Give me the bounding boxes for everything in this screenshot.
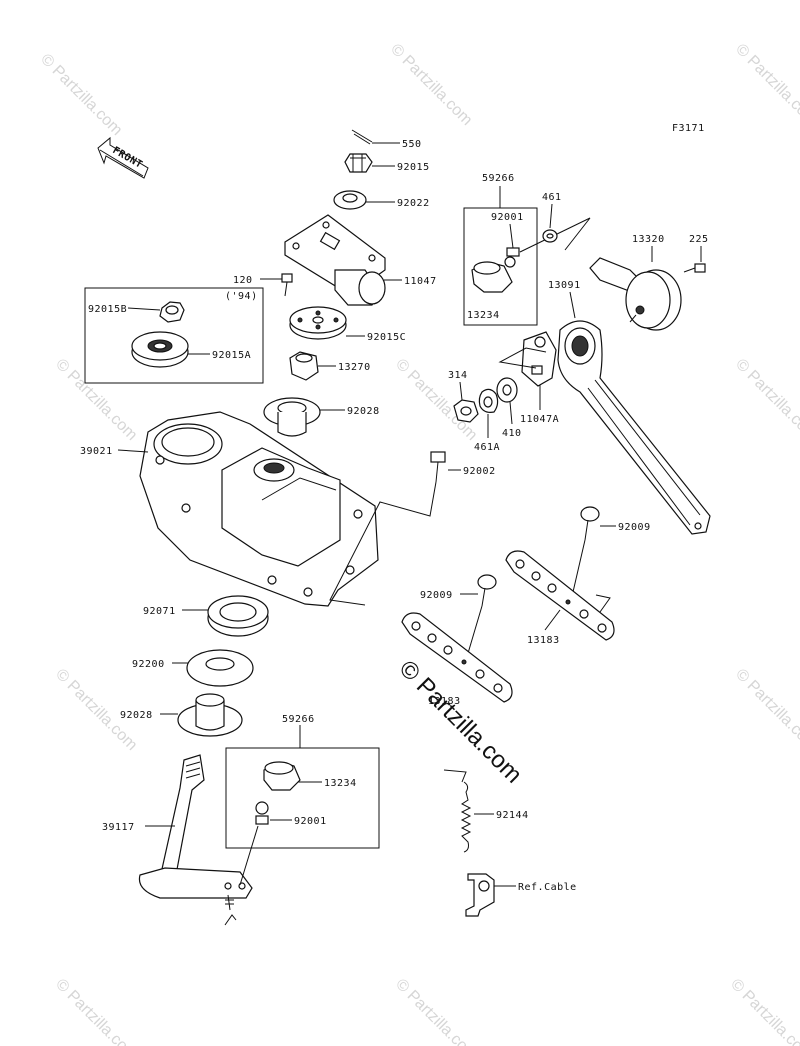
spring-92144: 92144 <box>443 769 529 853</box>
label-59266-upper: 59266 <box>482 173 515 184</box>
arm-13091: 13091 <box>548 280 711 535</box>
cotter-pin-550: 550 <box>351 129 422 150</box>
label-13234-upper: 13234 <box>467 310 500 321</box>
label-13183-lower: 13183 <box>428 696 461 707</box>
watermark: © Partzilla.com <box>37 51 125 139</box>
label-13320: 13320 <box>632 234 665 245</box>
label-92071: 92071 <box>143 606 176 617</box>
watermark: © Partzilla.com <box>392 976 480 1046</box>
label-92001-upper: 92001 <box>491 212 524 223</box>
option-box-94: ('94) 92015B 92015A <box>84 287 264 384</box>
label-11047A: 11047A <box>520 414 559 425</box>
front-arrow-icon: FRONT <box>97 136 149 179</box>
label-11047: 11047 <box>404 276 437 287</box>
bracket-11047: 11047 <box>284 214 437 306</box>
seal-92071: 92071 <box>143 595 269 637</box>
watermark: © Partzilla.com <box>52 356 140 444</box>
label-314: 314 <box>448 370 468 381</box>
kit-59266-lower: 59266 13234 92001 <box>225 714 380 886</box>
bolt-120: 120 <box>233 273 293 297</box>
watermark: © Partzilla.com <box>732 666 800 754</box>
castle-nut-92015: 92015 <box>344 153 430 173</box>
collar-92028-top: 92028 <box>263 397 380 437</box>
label-92002: 92002 <box>463 466 496 477</box>
label-461A: 461A <box>474 442 500 453</box>
label-92009-lower: 92009 <box>420 590 453 601</box>
bolt-92002: 92002 <box>329 451 496 606</box>
label-92001-lower: 92001 <box>294 816 327 827</box>
label-410: 410 <box>502 428 522 439</box>
cable-bracket: Ref.Cable <box>465 873 577 917</box>
clip-461: 461 <box>542 192 562 243</box>
bushing-13270: 13270 <box>289 351 371 381</box>
label-13270: 13270 <box>338 362 371 373</box>
label-120: 120 <box>233 275 253 286</box>
plate-13183-lower: 13183 <box>401 612 513 707</box>
lock-washer-461A: 461A <box>474 388 500 453</box>
bolt-225: 225 <box>683 234 709 273</box>
bracket-11047A: 11047A <box>498 331 559 425</box>
label-92022: 92022 <box>397 198 430 209</box>
label-92144: 92144 <box>496 810 529 821</box>
bolt-92009-upper: 92009 <box>569 506 651 606</box>
label-92015A: 92015A <box>212 350 251 361</box>
watermark: © Partzilla.com <box>727 976 800 1046</box>
watermark-center: © Partzilla.com <box>394 655 527 788</box>
label-92015C: 92015C <box>367 332 406 343</box>
label-461: 461 <box>542 192 562 203</box>
collar-92028-bottom: 92028 <box>120 693 243 737</box>
shaft-39117: 39117 <box>102 754 253 926</box>
washer-410: 410 <box>496 377 522 439</box>
label-92028-bottom: 92028 <box>120 710 153 721</box>
plate-13183-upper: 13183 <box>505 550 615 646</box>
label-92200: 92200 <box>132 659 165 670</box>
label-13234-lower: 13234 <box>324 778 357 789</box>
label-13183-upper: 13183 <box>527 635 560 646</box>
label-ref-cable: Ref.Cable <box>518 882 577 893</box>
label-59266-lower: 59266 <box>282 714 315 725</box>
watermark: © Partzilla.com <box>732 356 800 444</box>
label-92028-top: 92028 <box>347 406 380 417</box>
label-92015B: 92015B <box>88 304 127 315</box>
label-225: 225 <box>689 234 709 245</box>
label-39117: 39117 <box>102 822 135 833</box>
lever-13320: 13320 <box>589 234 682 331</box>
kit-59266-upper: 59266 92001 13234 <box>463 173 591 326</box>
washer-92200: 92200 <box>132 649 254 687</box>
label-92009-upper: 92009 <box>618 522 651 533</box>
label-92015: 92015 <box>397 162 430 173</box>
box-note: ('94) <box>225 291 258 302</box>
watermark: © Partzilla.com <box>387 41 475 129</box>
label-39021: 39021 <box>80 446 113 457</box>
bolt-92009-lower: 92009 <box>420 574 497 661</box>
housing-39021: 39021 <box>80 411 379 607</box>
watermark: © Partzilla.com <box>52 976 140 1046</box>
diagram-code: F3171 <box>672 123 705 134</box>
watermark: © Partzilla.com <box>732 41 800 129</box>
label-550: 550 <box>402 139 422 150</box>
nut-314: 314 <box>448 370 479 423</box>
label-13091: 13091 <box>548 280 581 291</box>
washer-92022: 92022 <box>333 190 430 210</box>
nut-92015C: 92015C <box>289 306 406 343</box>
